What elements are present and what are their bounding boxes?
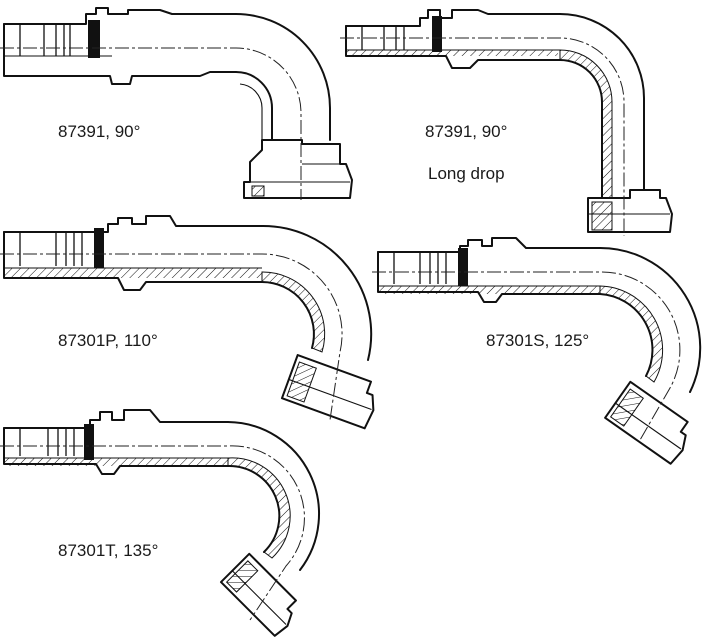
fitting-87301p-110: 87301P, 110° (0, 215, 375, 430)
fitting-label: 87301S, 125° (486, 331, 589, 350)
fitting-label: 87391, 90° (425, 122, 507, 141)
fitting-87301t-135: 87301T, 135° (0, 409, 320, 637)
fitting-label: 87301P, 110° (58, 331, 158, 350)
fitting-label: 87301T, 135° (58, 541, 158, 560)
fitting-label: 87391, 90° (58, 122, 140, 141)
fitting-sublabel: Long drop (428, 164, 505, 183)
crimp-section (361, 16, 442, 52)
crimp-section (19, 424, 94, 460)
crimp-section (19, 20, 100, 58)
fitting-87391-90-long-drop: 87391, 90° Long drop (340, 9, 673, 236)
crimp-section (19, 228, 104, 268)
fitting-87391-90: 87391, 90° (0, 7, 353, 200)
crimp-section (393, 248, 468, 286)
fitting-87301s-125: 87301S, 125° (372, 237, 702, 465)
